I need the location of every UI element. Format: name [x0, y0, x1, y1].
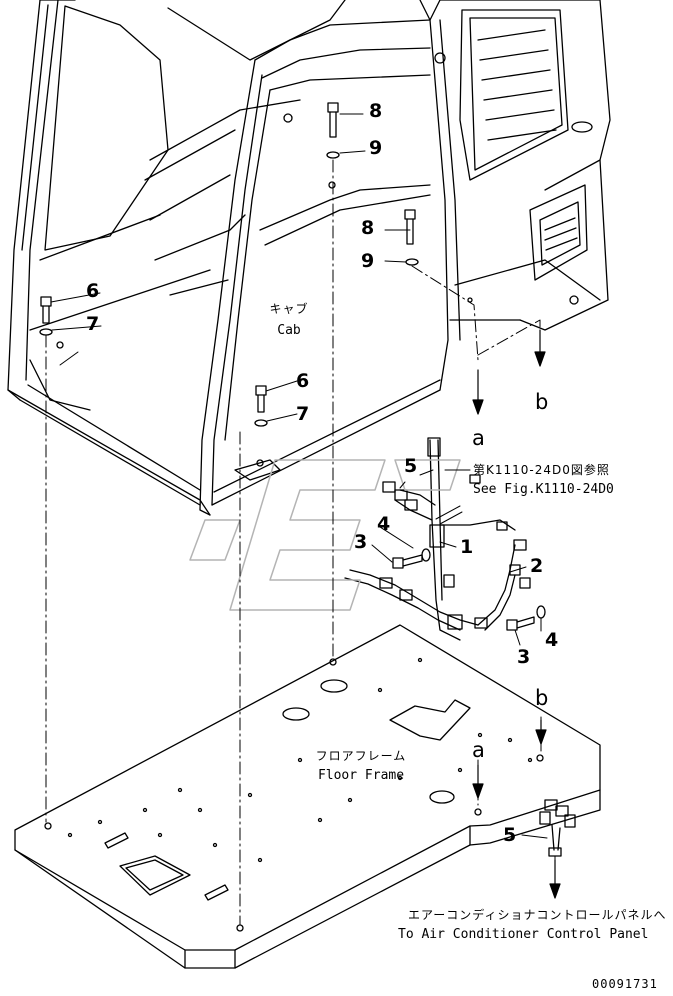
ref-b-lower: b: [535, 686, 549, 710]
callout-3-upper: 3: [354, 531, 368, 553]
callout-7-lower: 7: [296, 403, 310, 425]
callout-5-upper: 5: [404, 455, 418, 477]
ref-a-lower: a: [472, 738, 485, 762]
floor-frame-label-jp: フロアフレーム: [315, 749, 407, 763]
callout-4-upper: 4: [377, 513, 391, 535]
callout-6-upper: 6: [86, 280, 100, 302]
callout-4-lower: 4: [545, 629, 559, 651]
callout-1: 1: [460, 536, 474, 558]
hatch-marks: [59, 351, 463, 525]
callout-3-lower: 3: [517, 646, 531, 668]
floor-frame-label-en: Floor Frame: [317, 768, 405, 783]
callout-9-lower: 9: [361, 250, 375, 272]
cab-label-en: Cab: [277, 323, 301, 338]
callout-6-lower: 6: [296, 370, 310, 392]
leader-lines: [50, 113, 548, 839]
assembly-lines: [45, 159, 556, 926]
callout-8-upper: 8: [369, 100, 383, 122]
control-panel-label-en: To Air Conditioner Control Panel: [398, 927, 649, 942]
ref-b-upper: b: [535, 390, 549, 414]
control-panel-label-jp: エアーコンディショナコントロールパネルへ: [408, 908, 667, 922]
watermark-logo: [189, 459, 461, 611]
callout-2: 2: [530, 555, 544, 577]
callout-5-lower: 5: [503, 824, 517, 846]
floor-frame-drawing: [14, 624, 601, 969]
see-figure-label-jp: 第K1110-24D0図参照: [473, 463, 610, 477]
direction-arrows: [472, 329, 561, 899]
callout-9-upper: 9: [369, 137, 383, 159]
see-figure-label-en: See Fig.K1110-24D0: [473, 482, 614, 497]
cab-label-jp: キャブ: [269, 302, 309, 316]
cab-drawing: [7, 0, 611, 516]
callout-8-lower: 8: [361, 217, 375, 239]
callout-7-upper: 7: [86, 313, 100, 335]
ref-a-upper: a: [472, 426, 485, 450]
wiring-harness: [344, 437, 576, 857]
drawing-number: 00091731: [592, 977, 658, 991]
